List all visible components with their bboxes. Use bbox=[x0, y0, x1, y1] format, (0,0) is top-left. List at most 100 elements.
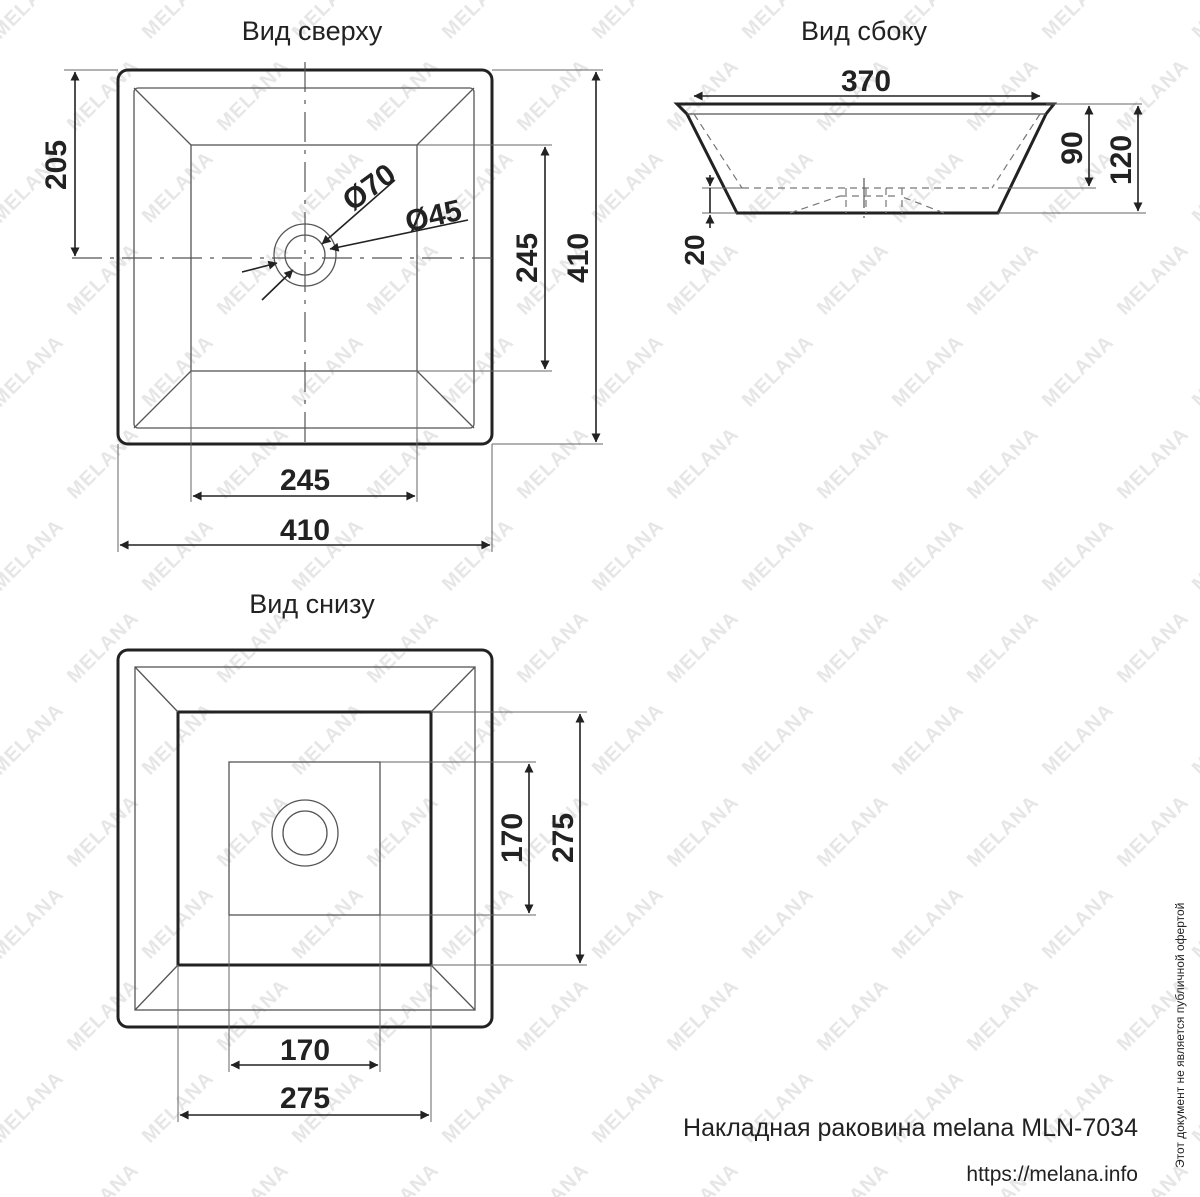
watermark-text: MELANA bbox=[1113, 55, 1193, 135]
watermark-text: MELANA bbox=[663, 607, 743, 687]
bottom-view-foot bbox=[228, 761, 381, 916]
website-url: https://melana.info bbox=[966, 1163, 1138, 1186]
bottom-view-outer-rim bbox=[116, 648, 494, 1029]
watermark-text: MELANA bbox=[363, 1159, 443, 1197]
watermark-text: MELANA bbox=[588, 515, 668, 595]
watermark-text: MELANA bbox=[663, 791, 743, 871]
watermark-text: MELANA bbox=[663, 975, 743, 1055]
watermark-text: MELANA bbox=[438, 0, 518, 44]
watermark-text: MELANA bbox=[213, 607, 293, 687]
watermark-text: MELANA bbox=[663, 1159, 743, 1197]
side-view-dim-370: 370 bbox=[841, 65, 891, 98]
watermark-text: MELANA bbox=[588, 883, 668, 963]
watermark-text: MELANA bbox=[1188, 147, 1200, 227]
watermark-text: MELANA bbox=[363, 423, 443, 503]
side-view-dim-90: 90 bbox=[1056, 131, 1089, 164]
side-view: Вид сбоку 370 90 120 20 bbox=[673, 16, 1146, 266]
watermark-text: MELANA bbox=[888, 147, 968, 227]
watermark-text: MELANA bbox=[963, 975, 1043, 1055]
watermark-text: MELANA bbox=[588, 699, 668, 779]
watermark-text: MELANA bbox=[813, 607, 893, 687]
bottom-view: Вид снизу 170 275 170 275 bbox=[116, 589, 587, 1122]
watermark-text: MELANA bbox=[63, 1159, 143, 1197]
watermark-text: MELANA bbox=[438, 1067, 518, 1147]
watermark-text: MELANA bbox=[513, 607, 593, 687]
side-view-profile bbox=[673, 102, 1058, 215]
watermark-text: MELANA bbox=[1113, 791, 1193, 871]
watermark-text: MELANA bbox=[1113, 239, 1193, 319]
watermark-text: MELANA bbox=[513, 423, 593, 503]
watermark-text: MELANA bbox=[63, 423, 143, 503]
watermark-text: MELANA bbox=[213, 791, 293, 871]
product-caption: Накладная раковина melana MLN-7034 bbox=[683, 1114, 1138, 1142]
bottom-view-base bbox=[176, 710, 433, 967]
watermark-text: MELANA bbox=[1038, 515, 1118, 595]
top-view-dim-205: 205 bbox=[40, 140, 73, 190]
watermark-text: MELANA bbox=[588, 1067, 668, 1147]
watermark-text: MELANA bbox=[738, 331, 818, 411]
watermark-text: MELANA bbox=[513, 975, 593, 1055]
watermark-text: MELANA bbox=[963, 607, 1043, 687]
watermark-text: MELANA bbox=[0, 331, 68, 411]
watermark-text: MELANA bbox=[0, 1067, 68, 1147]
watermark-text: MELANA bbox=[813, 1159, 893, 1197]
watermark-text: MELANA bbox=[363, 239, 443, 319]
watermark-text: MELANA bbox=[738, 699, 818, 779]
side-view-dim-20: 20 bbox=[679, 234, 710, 265]
watermark-text: MELANA bbox=[363, 55, 443, 135]
watermark-text: MELANA bbox=[813, 791, 893, 871]
watermark-text: MELANA bbox=[1038, 331, 1118, 411]
watermark-text: MELANA bbox=[363, 607, 443, 687]
watermark-text: MELANA bbox=[63, 791, 143, 871]
watermark-text: MELANA bbox=[888, 699, 968, 779]
bottom-view-dim-170-vertical: 170 bbox=[496, 813, 529, 863]
watermark-text: MELANA bbox=[1188, 883, 1200, 963]
bottom-view-drain-outer bbox=[271, 799, 339, 867]
top-view-title: Вид сверху bbox=[242, 16, 383, 46]
watermark-text: MELANA bbox=[963, 239, 1043, 319]
watermark-text: MELANA bbox=[0, 699, 68, 779]
side-view-dim-120: 120 bbox=[1105, 135, 1138, 185]
watermark-text: MELANA bbox=[588, 147, 668, 227]
watermark-text: MELANA bbox=[63, 975, 143, 1055]
watermark-text: MELANA bbox=[813, 423, 893, 503]
top-view-dim-245-horizontal: 245 bbox=[280, 464, 330, 497]
watermark-text: MELANA bbox=[588, 0, 668, 44]
watermark-text: MELANA bbox=[138, 147, 218, 227]
watermark-text: MELANA bbox=[813, 975, 893, 1055]
watermark-text: MELANA bbox=[738, 515, 818, 595]
watermark-text: MELANA bbox=[438, 699, 518, 779]
watermark-text: MELANA bbox=[888, 883, 968, 963]
watermark-text: MELANA bbox=[738, 147, 818, 227]
watermark-text: MELANA bbox=[0, 883, 68, 963]
bottom-view-dim-275-horizontal: 275 bbox=[280, 1082, 330, 1115]
watermark-text: MELANA bbox=[138, 0, 218, 44]
watermark-text: MELANA bbox=[0, 0, 68, 44]
watermark-text: MELANA bbox=[1113, 607, 1193, 687]
watermark-text: MELANA bbox=[1113, 423, 1193, 503]
watermark-text: MELANA bbox=[1038, 0, 1118, 44]
watermark-text: MELANA bbox=[138, 515, 218, 595]
top-view-dim-245-vertical: 245 bbox=[511, 233, 544, 283]
watermark-text: MELANA bbox=[513, 55, 593, 135]
side-view-title: Вид сбоку bbox=[801, 16, 927, 46]
watermark-text: MELANA bbox=[738, 883, 818, 963]
watermark-text: MELANA bbox=[288, 883, 368, 963]
bottom-view-dim-170-horizontal: 170 bbox=[280, 1034, 330, 1067]
watermark-text: MELANA bbox=[213, 1159, 293, 1197]
bottom-view-title: Вид снизу bbox=[249, 589, 375, 619]
top-view-drain-inner bbox=[284, 234, 326, 276]
watermark-text: MELANA bbox=[888, 331, 968, 411]
watermark-text: MELANA bbox=[963, 423, 1043, 503]
watermark-text: MELANA bbox=[213, 239, 293, 319]
watermark-text: MELANA bbox=[213, 55, 293, 135]
top-view-dim-410-horizontal: 410 bbox=[280, 514, 330, 547]
watermark-text: MELANA bbox=[0, 515, 68, 595]
bottom-view-drain-inner bbox=[282, 810, 328, 856]
watermark-text: MELANA bbox=[1188, 331, 1200, 411]
top-view-dim-410-vertical: 410 bbox=[562, 233, 595, 283]
watermark-text: MELANA bbox=[438, 883, 518, 963]
top-view-drain-outer bbox=[273, 223, 337, 287]
